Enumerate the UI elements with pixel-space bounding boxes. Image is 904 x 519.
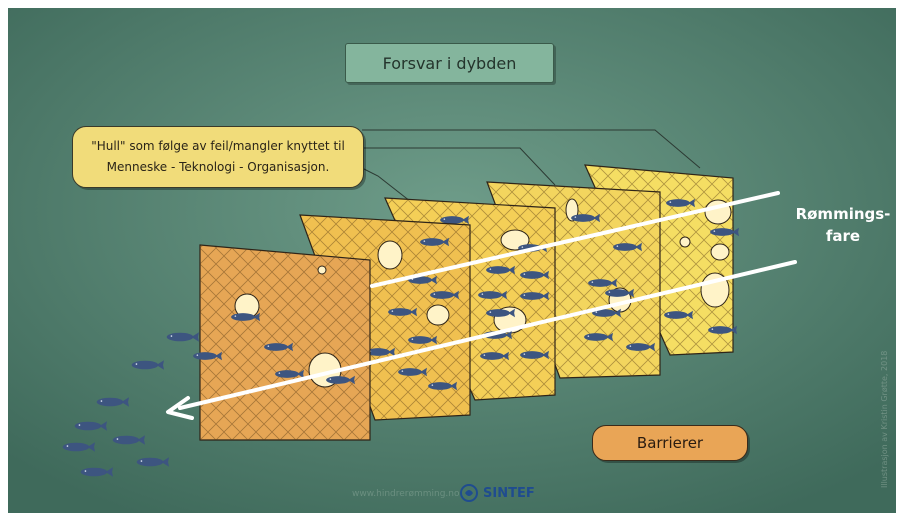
title-box: Forsvar i dybden: [345, 43, 554, 83]
sintef-logo: SINTEF: [460, 484, 535, 502]
holes-callout: "Hull" som følge av feil/mangler knyttet…: [72, 126, 364, 188]
fish-icon: [326, 375, 355, 385]
fish-icon: [430, 290, 459, 300]
escaped-fish-school: [62, 332, 199, 477]
fish-icon: [275, 369, 304, 379]
fish-icon: [666, 198, 695, 208]
fish-icon: [486, 308, 515, 318]
fish-icon: [478, 290, 507, 300]
fish-icon: [398, 367, 427, 377]
fish-icon: [80, 467, 113, 477]
fish-icon: [520, 270, 549, 280]
leader-line-2: [362, 147, 556, 186]
fish-icon: [520, 291, 549, 301]
callout-line-1: "Hull" som følge av feil/mangler knyttet…: [91, 139, 345, 153]
risk-label-line-2: fare: [825, 227, 861, 245]
fish-icon: [613, 242, 642, 252]
fish-icon: [626, 342, 655, 352]
fish-icon: [231, 312, 260, 322]
fish-icon: [605, 288, 634, 298]
fish-icon: [592, 308, 621, 318]
barrier-hole: [426, 304, 450, 326]
illustration-credit: Illustrasjon av Kristin Grøtte, 2018: [880, 350, 889, 488]
fish-icon: [420, 237, 449, 247]
barrier-hole: [500, 229, 530, 251]
barrier-hole: [710, 243, 730, 261]
fish-icon: [388, 307, 417, 317]
barriers-label-box: Barrierer: [592, 425, 748, 461]
barrier-hole: [377, 240, 403, 270]
leader-line-1: [362, 129, 701, 169]
callout-line-2: Menneske - Teknologi - Organisasjon.: [106, 160, 330, 174]
fish-icon: [486, 265, 515, 275]
escape-risk-label: Rømmings- fare: [788, 203, 898, 247]
sintef-logo-text: SINTEF: [483, 485, 535, 501]
barriers-label: Barrierer: [636, 434, 704, 452]
fish-icon: [96, 397, 129, 407]
fish-icon: [520, 350, 549, 360]
fish-icon: [588, 278, 617, 288]
barrier-hole: [679, 236, 691, 248]
fish-icon: [428, 381, 457, 391]
fish-icon: [584, 332, 613, 342]
fish-icon: [664, 310, 693, 320]
escape-arrow-upper: [370, 191, 780, 288]
fish-icon: [710, 227, 739, 237]
fish-icon: [264, 342, 293, 352]
fish-icon: [74, 421, 107, 431]
title-text: Forsvar i dybden: [382, 53, 517, 73]
fish-icon: [708, 325, 737, 335]
footer-url[interactable]: www.hindrerømming.no: [352, 489, 460, 499]
arrow-icon: [166, 396, 194, 420]
fish-icon: [136, 457, 169, 467]
fish-icon: [166, 332, 199, 342]
risk-label-line-1: Rømmings-: [795, 205, 891, 223]
escape-arrows: [166, 191, 797, 420]
barrier-panel-5: [193, 244, 371, 441]
escape-arrow-main: [178, 260, 797, 410]
barrier-net-mesh: [200, 245, 370, 440]
fish-icon: [131, 360, 164, 370]
fish-icon: [193, 351, 222, 361]
fish-icon: [112, 435, 145, 445]
sintef-logo-icon: [460, 484, 478, 502]
barrier-hole: [317, 265, 327, 275]
fish-icon: [480, 351, 509, 361]
fish-icon: [571, 213, 600, 223]
fish-icon: [440, 215, 469, 225]
fish-icon: [62, 442, 95, 452]
fish-icon: [408, 335, 437, 345]
